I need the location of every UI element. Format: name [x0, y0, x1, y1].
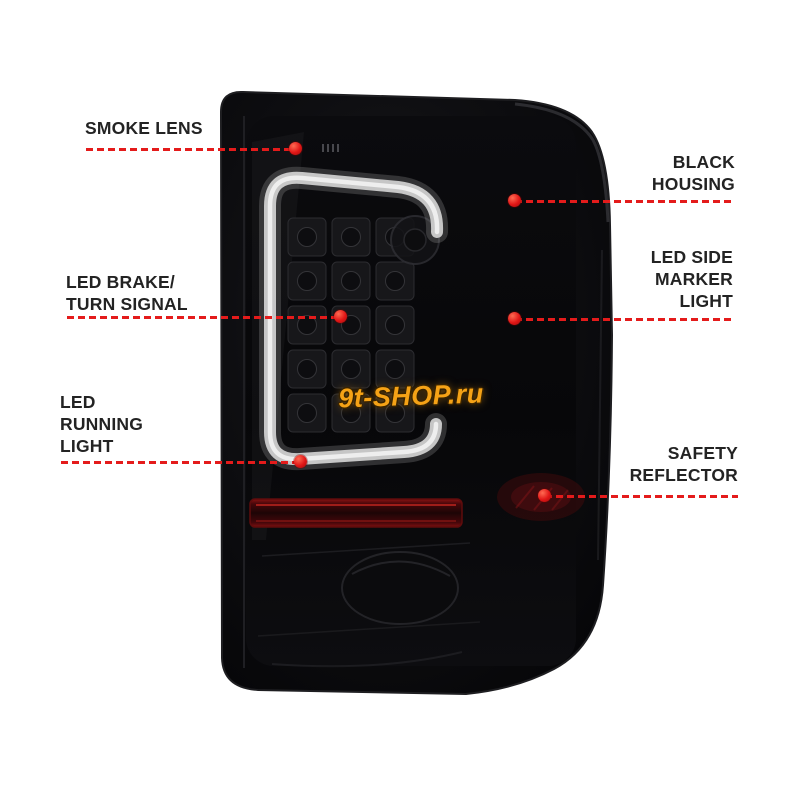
callout-safety-reflector-label: SAFETY REFLECTOR: [629, 443, 738, 485]
side-marker-circle: [390, 215, 440, 265]
smoke-lens-area: [246, 116, 576, 666]
callout-led-side-marker-light-leader-line: [515, 318, 735, 321]
led-cell-core: [385, 403, 405, 423]
callout-led-side-marker-light-dot: [508, 312, 521, 325]
highlight-streaks: [257, 542, 481, 668]
callout-safety-reflector-dot: [538, 489, 551, 502]
callout-led-brake-turn-signal-label: LED BRAKE/ TURN SIGNAL: [66, 272, 188, 314]
led-cell-core: [341, 227, 361, 247]
vent-marks: [322, 144, 339, 152]
callout-black-housing-leader-line: [515, 200, 735, 203]
led-cell-core: [297, 403, 317, 423]
callout-smoke-lens-leader-line: [86, 148, 292, 151]
led-cell-core: [297, 271, 317, 291]
callout-led-running-light-label: LED RUNNING LIGHT: [60, 392, 144, 456]
led-cell-core: [341, 403, 361, 423]
callout-smoke-lens-dot: [289, 142, 302, 155]
callout-smoke-lens-label: SMOKE LENS: [85, 118, 203, 138]
callout-black-housing-dot: [508, 194, 521, 207]
housing-highlight-top: [514, 102, 610, 223]
housing-highlight-right: [597, 249, 603, 561]
callout-led-running-light-dot: [294, 455, 307, 468]
callout-safety-reflector-leader-line: [545, 495, 738, 498]
red-reflector-strip: [249, 498, 463, 528]
led-cell-core: [341, 271, 361, 291]
led-cell-core: [341, 315, 361, 335]
led-light-bar: [259, 166, 449, 471]
callout-black-housing-label: BLACK HOUSING: [651, 152, 735, 194]
led-cell-core: [385, 271, 405, 291]
backup-light: [341, 551, 459, 625]
callout-led-running-light-leader-line: [61, 461, 299, 464]
watermark: 9t-SHOP.ru: [337, 378, 485, 414]
led-cell-core: [297, 227, 317, 247]
led-cell-core: [385, 359, 405, 379]
callout-led-brake-turn-signal-leader-line: [67, 316, 339, 319]
led-cell-core: [297, 315, 317, 335]
callout-led-side-marker-light-label: LED SIDE MARKER LIGHT: [650, 247, 733, 311]
led-cell-core: [385, 315, 405, 335]
led-cell-core: [297, 359, 317, 379]
led-cell-core: [341, 359, 361, 379]
callout-led-brake-turn-signal-dot: [334, 310, 347, 323]
